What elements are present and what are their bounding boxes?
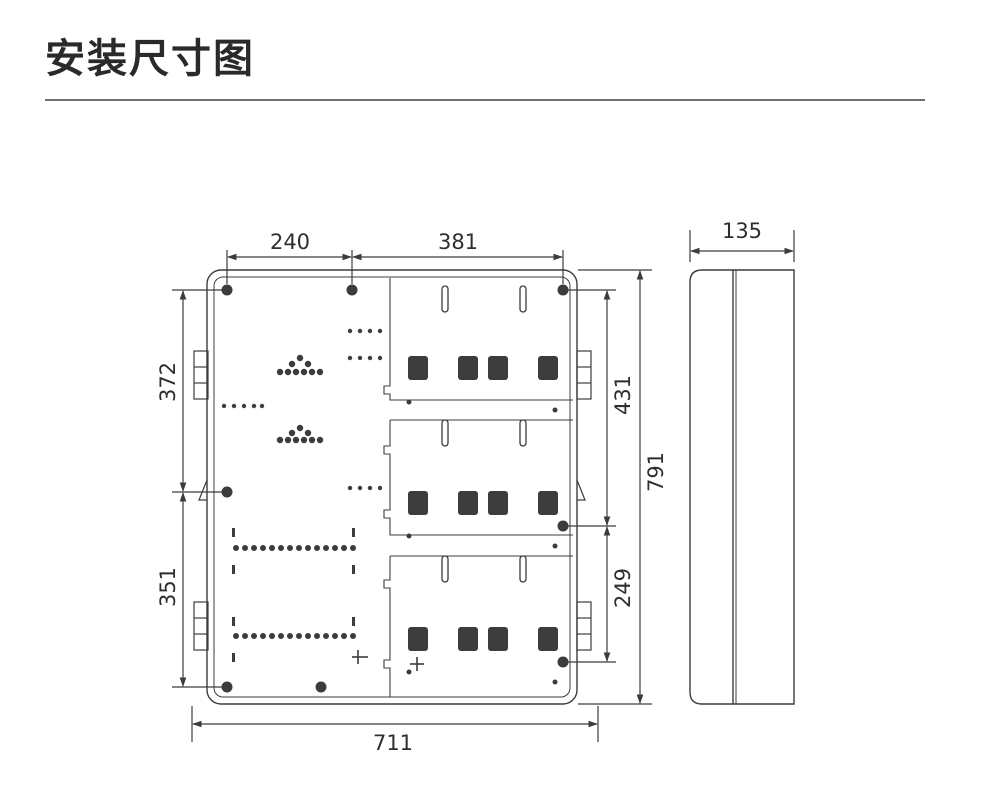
dim-depth: 135 (722, 219, 762, 243)
meter-bay-row-3 (408, 555, 558, 651)
dim-total-width: 711 (373, 731, 413, 755)
meter-bay-row-1 (408, 285, 558, 380)
dim-lower-hole-height: 351 (156, 567, 180, 607)
page-title: 安装尺寸图 (45, 36, 255, 82)
meter-bay-row-2 (408, 419, 558, 515)
cross-markers (352, 650, 424, 671)
right-mount-clips (576, 350, 592, 651)
meter-compartments (383, 278, 573, 697)
dim-left-hole-spacing: 240 (270, 230, 310, 254)
dim-upper-hole-height: 372 (156, 362, 180, 402)
knockout-clusters (221, 328, 383, 491)
side-view-outline (689, 269, 795, 705)
dim-right-hole-spacing: 381 (438, 230, 478, 254)
dim-total-height: 791 (644, 452, 668, 492)
mounting-holes (221, 284, 569, 693)
dim-right-upper-height: 431 (611, 375, 635, 415)
title-divider (45, 99, 925, 101)
dimension-lines (172, 230, 795, 742)
front-view (193, 269, 592, 705)
side-view (689, 269, 795, 705)
dim-right-lower-height: 249 (611, 568, 635, 608)
terminal-rows (232, 528, 356, 662)
enclosure-outer (206, 269, 578, 705)
enclosure-inner (213, 276, 571, 698)
left-mount-clips (193, 350, 209, 651)
